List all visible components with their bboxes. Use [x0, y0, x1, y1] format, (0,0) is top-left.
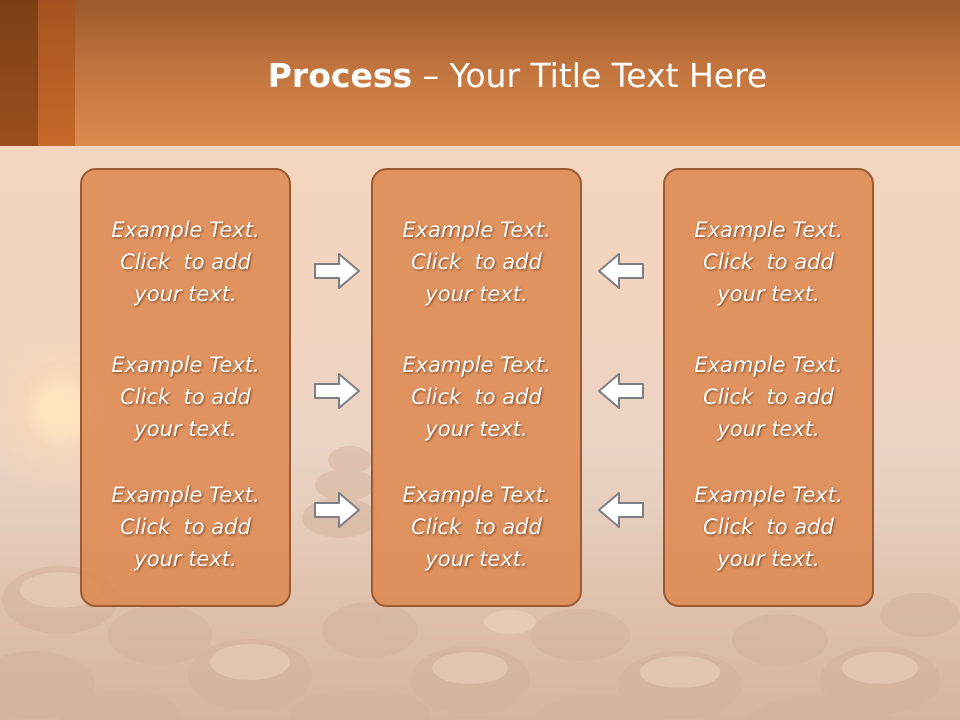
text-line: Example Text.: [111, 353, 260, 377]
text-block[interactable]: Example Text. Click to add your text.: [373, 349, 580, 445]
text-line: your text.: [717, 547, 820, 571]
text-line: your text.: [425, 417, 528, 441]
arrow-right-icon[interactable]: [313, 371, 361, 411]
process-box-center[interactable]: Example Text. Click to add your text. Ex…: [371, 168, 582, 607]
title-band: Process – Your Title Text Here: [0, 0, 960, 146]
text-line: Click to add: [120, 250, 251, 274]
text-block[interactable]: Example Text. Click to add your text.: [373, 479, 580, 575]
text-block[interactable]: Example Text. Click to add your text.: [665, 479, 872, 575]
text-block[interactable]: Example Text. Click to add your text.: [82, 214, 289, 310]
text-line: Click to add: [703, 250, 834, 274]
process-box-left[interactable]: Example Text. Click to add your text. Ex…: [80, 168, 291, 607]
text-line: Example Text.: [402, 483, 551, 507]
arrow-right-icon[interactable]: [313, 490, 361, 530]
text-line: your text.: [717, 417, 820, 441]
text-line: your text.: [425, 282, 528, 306]
accent-bar-light: [38, 0, 75, 146]
slide-title[interactable]: Process – Your Title Text Here: [75, 52, 960, 100]
text-block[interactable]: Example Text. Click to add your text.: [82, 479, 289, 575]
text-line: Example Text.: [694, 483, 843, 507]
text-line: Example Text.: [111, 218, 260, 242]
text-line: Click to add: [411, 385, 542, 409]
process-box-right[interactable]: Example Text. Click to add your text. Ex…: [663, 168, 874, 607]
text-block[interactable]: Example Text. Click to add your text.: [665, 214, 872, 310]
title-rest: – Your Title Text Here: [412, 56, 768, 95]
text-line: Example Text.: [402, 218, 551, 242]
arrow-left-icon[interactable]: [597, 371, 645, 411]
text-line: Click to add: [703, 385, 834, 409]
text-line: your text.: [134, 417, 237, 441]
text-line: your text.: [425, 547, 528, 571]
arrow-right-icon[interactable]: [313, 251, 361, 291]
text-line: Example Text.: [402, 353, 551, 377]
text-line: Click to add: [411, 250, 542, 274]
title-strong: Process: [267, 56, 413, 95]
text-line: your text.: [134, 282, 237, 306]
text-line: Click to add: [703, 515, 834, 539]
text-line: Example Text.: [694, 353, 843, 377]
text-line: Example Text.: [694, 218, 843, 242]
text-line: your text.: [134, 547, 237, 571]
text-block[interactable]: Example Text. Click to add your text.: [82, 349, 289, 445]
text-line: your text.: [717, 282, 820, 306]
text-block[interactable]: Example Text. Click to add your text.: [373, 214, 580, 310]
accent-bar-dark: [0, 0, 38, 146]
text-line: Example Text.: [111, 483, 260, 507]
text-block[interactable]: Example Text. Click to add your text.: [665, 349, 872, 445]
arrow-left-icon[interactable]: [597, 490, 645, 530]
pebbles-illustration: [0, 446, 960, 720]
text-line: Click to add: [411, 515, 542, 539]
text-line: Click to add: [120, 385, 251, 409]
arrow-left-icon[interactable]: [597, 251, 645, 291]
text-line: Click to add: [120, 515, 251, 539]
